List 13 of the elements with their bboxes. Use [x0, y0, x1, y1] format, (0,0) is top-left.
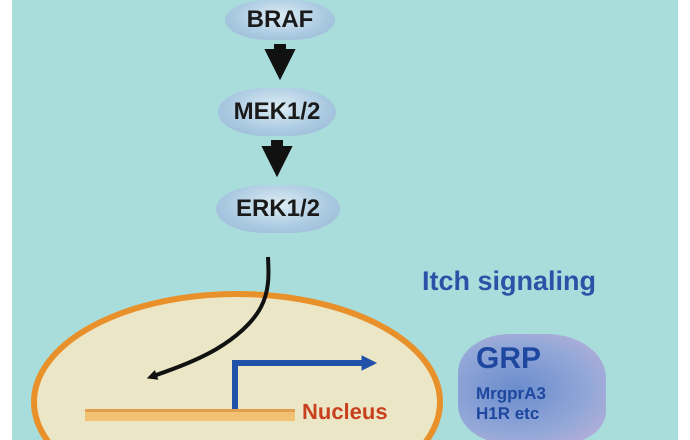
nucleus-label: Nucleus: [302, 399, 388, 425]
receptor-list: MrgprA3 H1R etc: [476, 384, 571, 424]
arrow: [232, 355, 378, 409]
gene-bar: [85, 409, 295, 421]
protein-name: ERK1/2: [236, 195, 320, 223]
arrow: [261, 140, 293, 178]
receptor-blob: [458, 334, 606, 440]
heading: Itch signaling: [422, 266, 596, 297]
protein-name: MEK1/2: [234, 98, 320, 126]
arrow: [264, 44, 296, 80]
protein-name: BRAF: [246, 6, 314, 34]
receptor-name: GRP: [476, 342, 542, 376]
arrow: [146, 256, 270, 380]
